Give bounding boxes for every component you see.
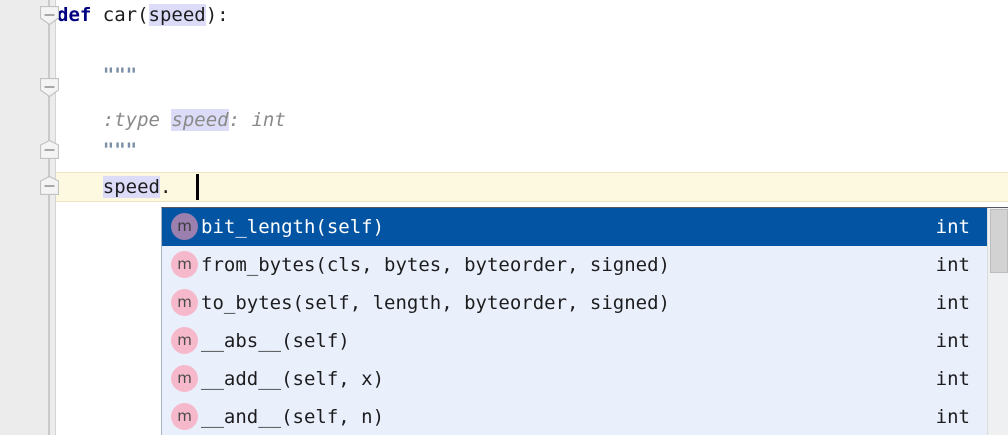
text-caret (196, 174, 199, 200)
code-text: speed. (57, 172, 171, 202)
completion-scrollbar-thumb[interactable] (990, 209, 1008, 273)
code-line-speed-dot[interactable]: speed. (0, 172, 1008, 202)
completion-item[interactable]: m__add__(self, x) int (162, 360, 988, 398)
code-line-docstring-close[interactable]: """ (0, 135, 1008, 165)
code-span: : int (228, 109, 286, 131)
code-span: speed (171, 109, 229, 131)
completion-item-label: __add__(self, x) (201, 368, 385, 390)
editor-gutter[interactable] (0, 0, 55, 435)
current-line-border-bottom (0, 201, 1008, 202)
method-icon: m (171, 289, 198, 316)
code-span: """ (57, 139, 138, 161)
code-line-docstring-type[interactable]: :type speed: int (0, 105, 1008, 135)
completion-item-type: int (935, 292, 970, 314)
code-span: def (57, 4, 92, 26)
code-span: speed (148, 4, 206, 26)
method-icon: m (171, 365, 198, 392)
completion-item-label: to_bytes(self, length, byteorder, signed… (201, 292, 670, 314)
code-span (57, 176, 103, 198)
code-span: """ (57, 64, 138, 86)
current-line-highlight (0, 172, 1008, 202)
completion-item-type: int (935, 368, 970, 390)
code-span: ): (205, 4, 229, 26)
fold-marker-docstring[interactable] (40, 78, 59, 97)
code-text: """ (57, 135, 137, 165)
fold-marker-docstring-end[interactable] (40, 140, 59, 159)
completion-item-type: int (935, 406, 970, 428)
completion-item-type: int (935, 216, 970, 238)
completion-item-label: __and__(self, n) (201, 406, 385, 428)
completion-item-type: int (935, 330, 970, 352)
code-span: :type (57, 109, 172, 131)
method-icon: m (171, 327, 198, 354)
code-text: :type speed: int (57, 105, 286, 135)
completion-item-label: bit_length(self) (201, 216, 385, 238)
completion-scrollbar-track[interactable] (987, 208, 1008, 435)
code-line-docstring-open[interactable]: """ (0, 60, 1008, 90)
method-icon: m (171, 403, 198, 430)
method-icon: m (171, 251, 198, 278)
completion-item[interactable]: m__abs__(self) int (162, 322, 988, 360)
code-text: def car(speed): (57, 0, 229, 30)
fold-marker-current[interactable] (40, 176, 59, 195)
code-line-blank[interactable] (0, 30, 1008, 60)
code-line-def[interactable]: def car(speed): (0, 0, 1008, 30)
current-line-border-top (0, 172, 1008, 173)
completion-item-label: from_bytes(cls, bytes, byteorder, signed… (201, 254, 670, 276)
completion-item[interactable]: m__and__(self, n) int (162, 398, 988, 435)
code-span: car( (91, 4, 149, 26)
code-folding-rail (48, 0, 50, 435)
fold-marker-def[interactable] (40, 6, 59, 25)
completion-item-type: int (935, 254, 970, 276)
code-span: speed (102, 176, 160, 198)
method-icon: m (171, 213, 198, 240)
code-text: """ (57, 60, 137, 90)
completion-item-label: __abs__(self) (201, 330, 350, 352)
gutter-separator (55, 0, 56, 435)
code-span: . (159, 176, 172, 198)
